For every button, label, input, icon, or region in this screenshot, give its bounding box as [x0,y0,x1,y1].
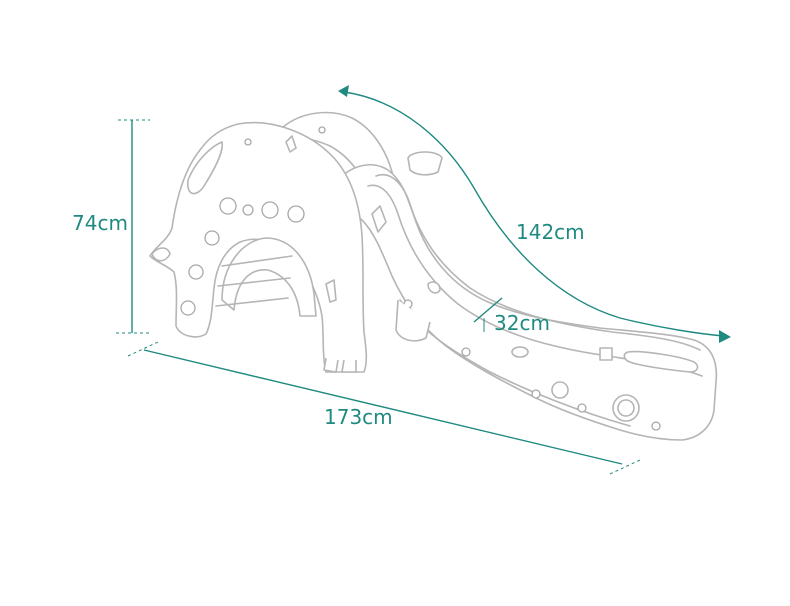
frame-notch-1 [285,135,297,153]
slide-side-hub [551,381,569,399]
frame-notch-4 [427,281,441,294]
slide-bolt-1 [461,347,471,357]
step-3 [215,297,289,307]
slide-bed-line-1 [375,173,701,351]
frame-front-foot [323,357,357,373]
slide-length-arrow-end [719,330,731,343]
slide-support [395,299,431,342]
dimension-lines [116,85,731,475]
frame-handle-cutout [187,141,224,195]
slide-length-label: 142cm [516,220,585,244]
slide-illustration [149,111,718,441]
slide-bolt-3 [577,403,587,413]
frame-notch-3 [325,279,337,303]
length-label: 173cm [324,405,393,429]
slide-bolt-2 [531,389,541,399]
slide-length-arc [343,91,725,337]
step-2 [217,277,291,287]
slide-chute [337,164,718,441]
slide-length-arrow-start [338,85,349,97]
height-label: 74cm [72,211,128,235]
length-start-extension [127,341,159,357]
frame-tail-cutout [151,247,171,262]
width-label: 32cm [494,311,550,335]
slide-side-oval [511,346,529,358]
slide-end-slot [623,350,699,373]
width-dimension-line [473,297,503,323]
length-dimension-line [143,349,623,465]
slide-side-ring-inner [617,399,635,417]
frame-arch-opening [221,237,317,317]
cup-holder [407,151,443,176]
step-1 [221,255,293,267]
slide-bolt-4 [651,421,661,431]
slide-end-square [599,347,613,361]
frame-bolts [180,126,326,316]
frame-notch-2 [371,205,387,233]
